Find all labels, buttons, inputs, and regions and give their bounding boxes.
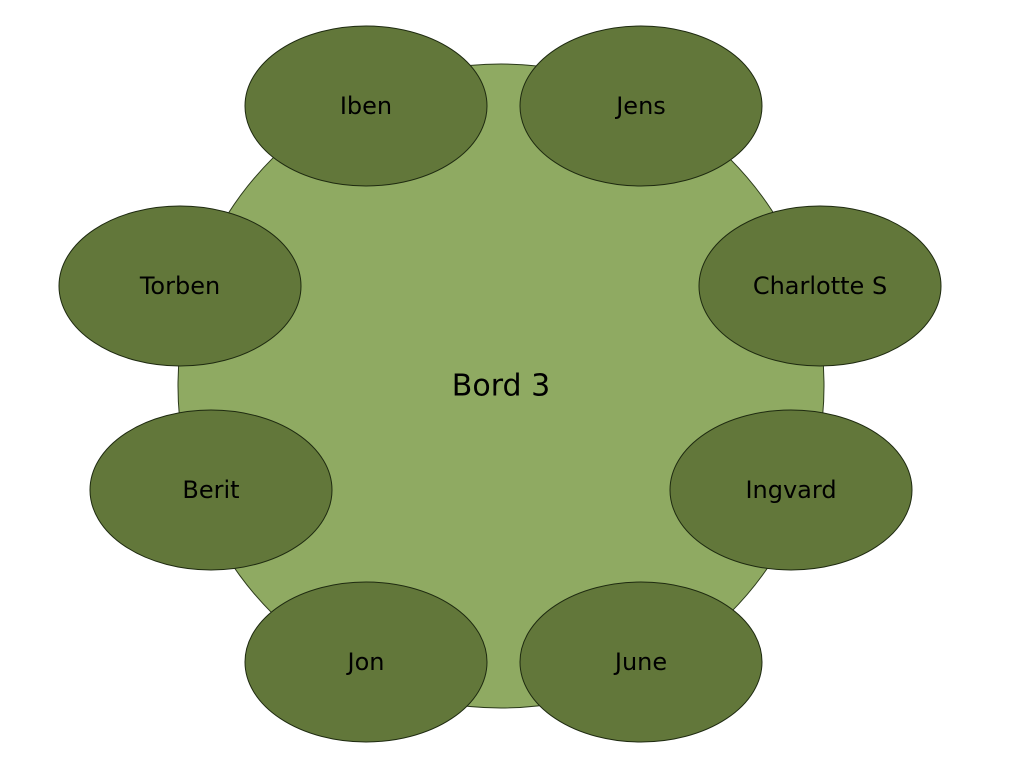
seat-jens: Jens [519,25,763,187]
seat-label: June [613,648,667,676]
seat-jon: Jon [244,581,488,743]
table-shape [177,63,825,709]
table: Bord 3 [177,63,825,709]
seat-berit: Berit [89,409,333,571]
seat-charlotte-s: Charlotte S [698,205,942,367]
seat-shape [58,205,302,367]
table-label: Bord 3 [452,369,550,404]
seat-iben: Iben [244,25,488,187]
seat-shape [244,581,488,743]
seat-label: Jon [346,648,385,676]
seat-label: Berit [182,476,239,504]
seat-shape [89,409,333,571]
seat-shape [669,409,913,571]
seat-shape [244,25,488,187]
seat-label: Charlotte S [753,272,887,300]
seat-june: June [519,581,763,743]
seat-label: Jens [614,92,666,120]
seat-shape [698,205,942,367]
seat-ingvard: Ingvard [669,409,913,571]
seat-label: Iben [340,92,392,120]
seat-label: Torben [139,272,220,300]
seat-label: Ingvard [745,476,836,504]
seat-shape [519,25,763,187]
seat-shape [519,581,763,743]
seat-torben: Torben [58,205,302,367]
